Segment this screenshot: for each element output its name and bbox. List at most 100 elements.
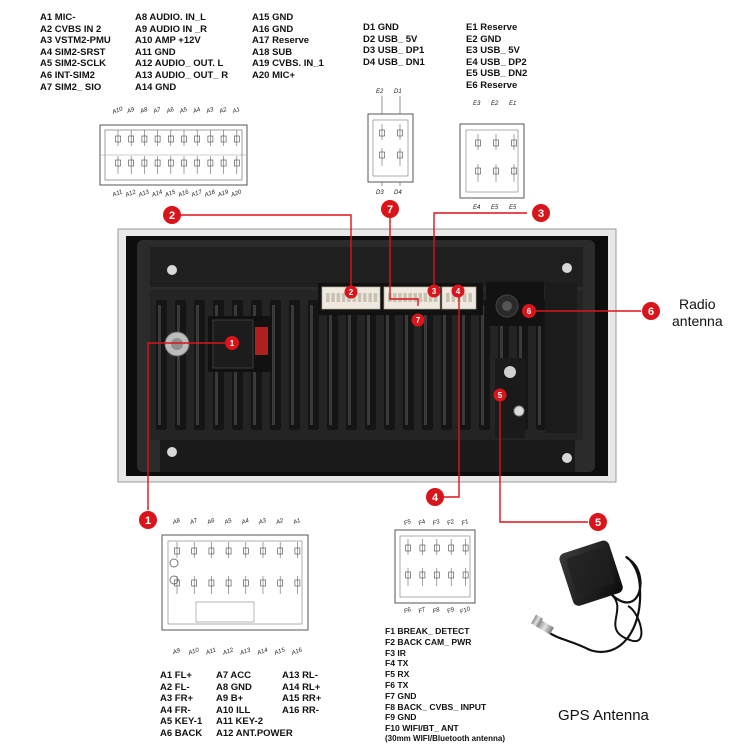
- connector-e-drawing: E3 E2 E1 E4 E5 E5: [459, 101, 525, 211]
- pin-number-label: A16: [290, 647, 304, 657]
- pin-socket: [208, 547, 215, 555]
- badge-4: [426, 488, 444, 506]
- d-pin-label: D1: [394, 89, 402, 95]
- mount-hole: [167, 265, 177, 275]
- badge-6: [642, 302, 660, 320]
- pin-number-label: A20: [229, 189, 243, 199]
- badge-5: [589, 513, 607, 531]
- pin-desc: A6 BACK: [160, 727, 203, 739]
- pin-list-e: E1 Reserve E2 GND E3 USB_ 5V E4 USB_ DP2…: [466, 22, 527, 92]
- rib-highlight: [348, 305, 351, 425]
- unit-badge-4: [451, 284, 465, 298]
- pin-desc: D4 USB_ DN1: [363, 56, 425, 68]
- pin-socket: [168, 135, 174, 143]
- e-pin-label: E5: [491, 205, 499, 211]
- pin-socket: [379, 129, 385, 137]
- pin-number-label: A15: [273, 647, 287, 657]
- pin-desc: F7 GND: [385, 690, 417, 701]
- pin-socket: [294, 547, 301, 555]
- badge-1: [139, 511, 157, 529]
- pin-number-label: F6: [403, 607, 412, 615]
- pin-number-label: A2: [218, 107, 229, 116]
- pin-socket: [141, 135, 148, 143]
- pin-desc: F4 TX: [385, 658, 409, 669]
- pin-number-label: A5: [223, 518, 234, 527]
- badge-3-text: 3: [538, 208, 544, 220]
- gps-antenna-drawing: [531, 540, 643, 653]
- heat-sink-rib: [308, 300, 319, 430]
- unit-badge-6-text: 6: [527, 307, 532, 316]
- pin-desc: A11 GND: [135, 46, 176, 58]
- pin-desc: A10 ILL: [216, 704, 251, 716]
- pin-number-label: A13: [238, 647, 252, 657]
- pin-list-main-col1: A1 FL+ A2 FL- A3 FR+ A4 FR- A5 KEY-1 A6 …: [160, 670, 202, 740]
- rib-highlight: [177, 305, 180, 425]
- pin-number-label: F5: [403, 519, 412, 527]
- pin-desc: A8 AUDIO. IN_L: [135, 12, 206, 23]
- heat-sink-rib: [460, 300, 471, 430]
- e-pin-label: E1: [509, 101, 516, 107]
- pin-desc: A1 MIC-: [40, 12, 76, 23]
- radio-label-line1: Radio: [679, 296, 716, 312]
- pin-desc: A2 CVBS IN 2: [40, 23, 102, 35]
- pin-desc: A13 RL-: [282, 670, 318, 681]
- pin-desc: A15 GND: [252, 12, 294, 23]
- unit-badge-5: [493, 388, 507, 402]
- housing-slot: [408, 293, 412, 302]
- rib-highlight: [272, 305, 275, 425]
- pin-desc: F9 GND: [385, 712, 417, 723]
- rib-highlight: [367, 305, 370, 425]
- pin-desc: A10 AMP +12V: [135, 35, 201, 47]
- pin-desc: A15 RR+: [282, 693, 322, 705]
- badge-7-text: 7: [387, 204, 393, 216]
- pin-desc: E6 Reserve: [466, 79, 518, 91]
- pin-socket: [154, 135, 161, 143]
- unit-badge-1-text: 1: [230, 339, 235, 348]
- pin-number-label: A6: [165, 107, 176, 116]
- pin-desc: A12 ANT.POWER: [216, 727, 293, 739]
- badge-5-text: 5: [595, 517, 601, 529]
- badge-7: [381, 200, 399, 218]
- housing-slot: [368, 293, 372, 302]
- pin-socket: [225, 547, 232, 555]
- housing-slot: [373, 293, 378, 302]
- connector-d-drawing: E2 D1 D3 D4: [367, 89, 414, 196]
- pin-desc: A9 B+: [216, 693, 244, 705]
- d-pin-label: E2: [376, 89, 384, 95]
- pin-desc: F1 BREAK_ DETECT: [385, 626, 470, 636]
- housing-slot: [363, 293, 367, 302]
- pin-desc: D2 USB_ 5V: [363, 33, 418, 45]
- badge-6-text: 6: [648, 306, 654, 318]
- pin-desc: A20 MIC+: [252, 69, 296, 81]
- mount-hole: [562, 263, 572, 273]
- pin-desc: A5 KEY-1: [160, 716, 203, 728]
- unit-badge-2-text: 2: [349, 288, 354, 297]
- pin-desc: E4 USB_ DP2: [466, 56, 527, 68]
- pin-desc: A19 CVBS. IN_1: [252, 58, 324, 70]
- pin-number-label: A15: [163, 189, 177, 199]
- housing-slot: [433, 293, 438, 302]
- pin-number-label: F1: [461, 519, 470, 527]
- pin-number-label: A3: [257, 518, 268, 527]
- housing-slot: [341, 293, 346, 302]
- radio-label-line2: antenna: [672, 313, 723, 329]
- housing-slot: [451, 293, 456, 302]
- heat-sink-rib: [175, 300, 186, 430]
- rib-highlight: [386, 305, 389, 425]
- heat-sink-rib: [327, 300, 338, 430]
- pin-desc: E2 GND: [466, 33, 502, 45]
- pin-number-label: A19: [216, 189, 230, 199]
- pin-number-label: F4: [418, 519, 427, 527]
- housing-slot: [413, 293, 417, 302]
- housing-slot: [326, 293, 330, 302]
- rib-highlight: [405, 305, 408, 425]
- pin-number-label: A4: [191, 107, 202, 116]
- pin-socket: [462, 544, 469, 552]
- pin-socket: [475, 139, 481, 147]
- unit-badge-3: [427, 284, 441, 298]
- pin-number-label: A1: [231, 107, 241, 115]
- pin-socket: [191, 547, 197, 555]
- heat-sink-rib: [289, 300, 300, 430]
